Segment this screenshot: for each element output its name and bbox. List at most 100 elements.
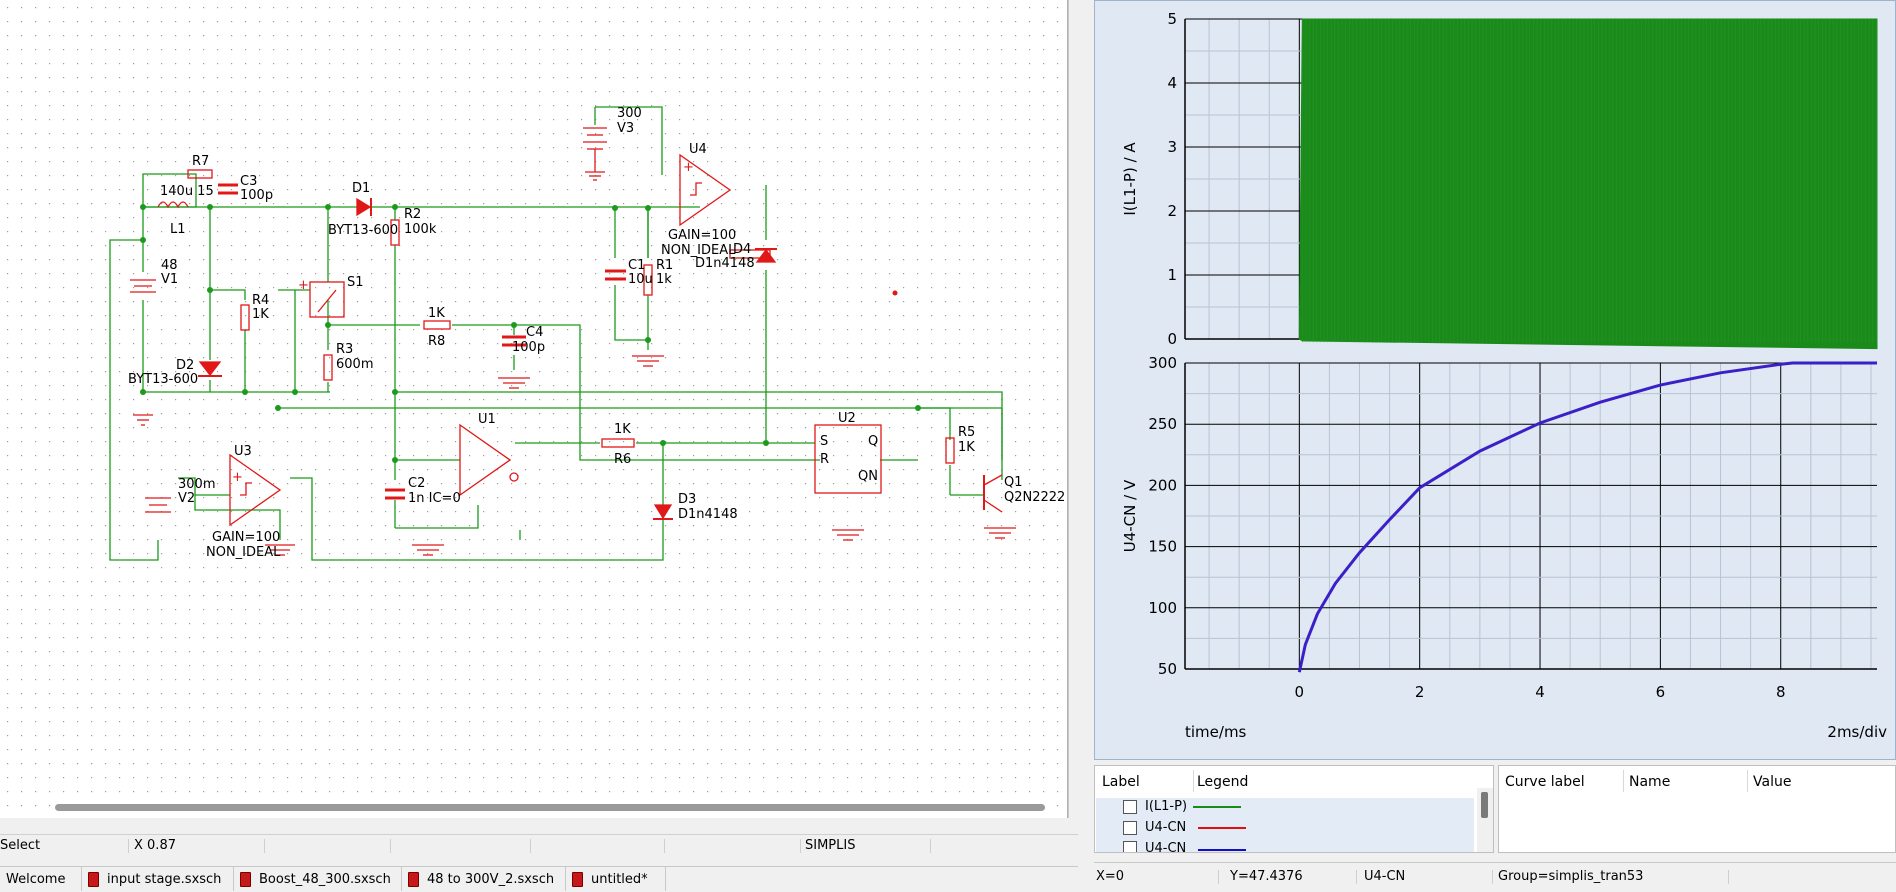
- label-u1: U1: [478, 412, 496, 427]
- label-v3: V3: [617, 121, 635, 136]
- schematic-drawing[interactable]: [0, 0, 1067, 818]
- y-tick-label: 150: [1148, 538, 1177, 556]
- y-tick-label: 5: [1167, 10, 1177, 28]
- legend-col-label: Label: [1102, 774, 1140, 790]
- y-tick-label: 0: [1167, 330, 1177, 348]
- label-d1: D1: [352, 181, 371, 196]
- tab-welcome[interactable]: Welcome: [0, 867, 82, 891]
- legend-scrollbar-thumb[interactable]: [1481, 792, 1488, 818]
- value-d3: D1n4148: [678, 507, 738, 522]
- value-d1: BYT13-600: [328, 223, 399, 238]
- waveform-status-bar: X=0 Y=47.4376 U4-CN Group=simplis_tran53: [1094, 862, 1896, 892]
- tab-label: Welcome: [6, 871, 66, 887]
- schematic-canvas[interactable]: R7 C3 100p 140u 15 L1 D1 BYT13-600 R2 10…: [0, 0, 1068, 818]
- pin-r: R: [820, 452, 830, 467]
- schematic-file-icon: [572, 871, 583, 887]
- label-r6: R6: [614, 452, 632, 467]
- value-u3: GAIN=100: [212, 530, 281, 545]
- tab-label: Boost_48_300.sxsch: [259, 871, 391, 887]
- label-q1: Q1: [1004, 475, 1023, 490]
- label-r4: R4: [252, 293, 270, 308]
- schematic-file-icon: [88, 871, 99, 887]
- document-tabs: Welcome input stage.sxsch Boost_48_300.s…: [0, 866, 1078, 892]
- value-r5: 1K: [958, 440, 975, 455]
- value-l1: 140u 15: [160, 184, 214, 199]
- pane-splitter[interactable]: [1078, 0, 1094, 891]
- value-d2: BYT13-600: [128, 372, 199, 387]
- schematic-file-icon: [408, 871, 419, 887]
- legend-row-label: U4-CN: [1145, 820, 1187, 835]
- values-col-name: Name: [1629, 774, 1671, 790]
- value-v3: 300: [617, 106, 642, 121]
- y-tick-label: 1: [1167, 266, 1177, 284]
- schematic-pane: R7 C3 100p 140u 15 L1 D1 BYT13-600 R2 10…: [0, 0, 1079, 892]
- value-u4: GAIN=100: [668, 228, 737, 243]
- label-l1: L1: [170, 222, 186, 237]
- tab-48-to-300v-2[interactable]: 48 to 300V_2.sxsch: [402, 867, 566, 891]
- y-tick-label: 200: [1148, 476, 1177, 494]
- label-r7: R7: [192, 154, 210, 169]
- value-q1: Q2N2222: [1004, 490, 1066, 505]
- series-band: [1298, 18, 1878, 350]
- label-d4: D4: [733, 242, 752, 257]
- label-d3: D3: [678, 492, 697, 507]
- label-c3: C3: [240, 174, 258, 189]
- tab-boost-48-300[interactable]: Boost_48_300.sxsch: [234, 867, 402, 891]
- legend-col-legend: Legend: [1197, 774, 1249, 790]
- value-v1: 48: [161, 258, 178, 273]
- values-col-curve-label: Curve label: [1505, 774, 1585, 790]
- label-r8: R8: [428, 334, 446, 349]
- components: [130, 127, 1016, 556]
- label-r1: R1: [656, 258, 674, 273]
- x-tick-label: 2: [1415, 683, 1425, 701]
- legend-row[interactable]: U4-CN: [1123, 820, 1247, 835]
- legend-table: Label Legend I(L1-P) U4-CN U4-CN: [1094, 765, 1494, 853]
- value-v2: 300m: [178, 477, 216, 492]
- legend-row-label: I(L1-P): [1145, 799, 1188, 814]
- pin-qn: QN: [858, 469, 878, 484]
- y-tick-label: 50: [1158, 660, 1177, 678]
- group-name: Group=simplis_tran53: [1498, 869, 1644, 884]
- legend-checkbox[interactable]: [1123, 820, 1137, 835]
- value-d4: D1n4148: [695, 256, 755, 271]
- tab-input-stage[interactable]: input stage.sxsch: [82, 867, 234, 891]
- legend-checkbox[interactable]: [1123, 799, 1137, 814]
- horizontal-scrollbar-thumb[interactable]: [55, 804, 1045, 811]
- y-tick-label: 2: [1167, 202, 1177, 220]
- legend-row[interactable]: U4-CN: [1123, 841, 1247, 852]
- legend-scrollbar[interactable]: [1477, 788, 1493, 852]
- probe-marker: [892, 290, 898, 296]
- value-r6: 1K: [614, 422, 631, 437]
- legend-checkbox[interactable]: [1123, 841, 1137, 852]
- value-r4: 1K: [252, 307, 269, 322]
- x-division-label: 2ms/div: [1827, 723, 1887, 741]
- x-tick-label: 0: [1295, 683, 1305, 701]
- label-s1: S1: [347, 275, 364, 290]
- y-tick-label: 4: [1167, 74, 1177, 92]
- y-tick-label: 3: [1167, 138, 1177, 156]
- mode-status: Select: [0, 838, 41, 853]
- value-r1: 1k: [656, 272, 672, 287]
- cursor-x-readout: X 0.87: [134, 838, 176, 853]
- label-u2: U2: [838, 411, 856, 426]
- x-tick-label: 6: [1656, 683, 1666, 701]
- label-v2: V2: [178, 491, 196, 506]
- legend-swatch: [1198, 826, 1247, 829]
- vertical-scrollbar[interactable]: [1068, 0, 1079, 818]
- values-col-value: Value: [1753, 774, 1792, 790]
- legend-row[interactable]: I(L1-P): [1123, 799, 1242, 814]
- pin-plus-u4: +: [683, 160, 694, 175]
- y-tick-label: 250: [1148, 415, 1177, 433]
- label-r5: R5: [958, 425, 976, 440]
- pin-q: Q: [868, 434, 879, 449]
- tab-label: input stage.sxsch: [107, 871, 222, 887]
- x-tick-label: 8: [1776, 683, 1786, 701]
- cursor-x: X=0: [1096, 869, 1125, 884]
- tab-untitled[interactable]: untitled*: [566, 867, 666, 891]
- label-v1: V1: [161, 272, 179, 287]
- label-r2: R2: [404, 207, 422, 222]
- x-axis-label: time/ms: [1185, 723, 1247, 741]
- label-r3: R3: [336, 342, 354, 357]
